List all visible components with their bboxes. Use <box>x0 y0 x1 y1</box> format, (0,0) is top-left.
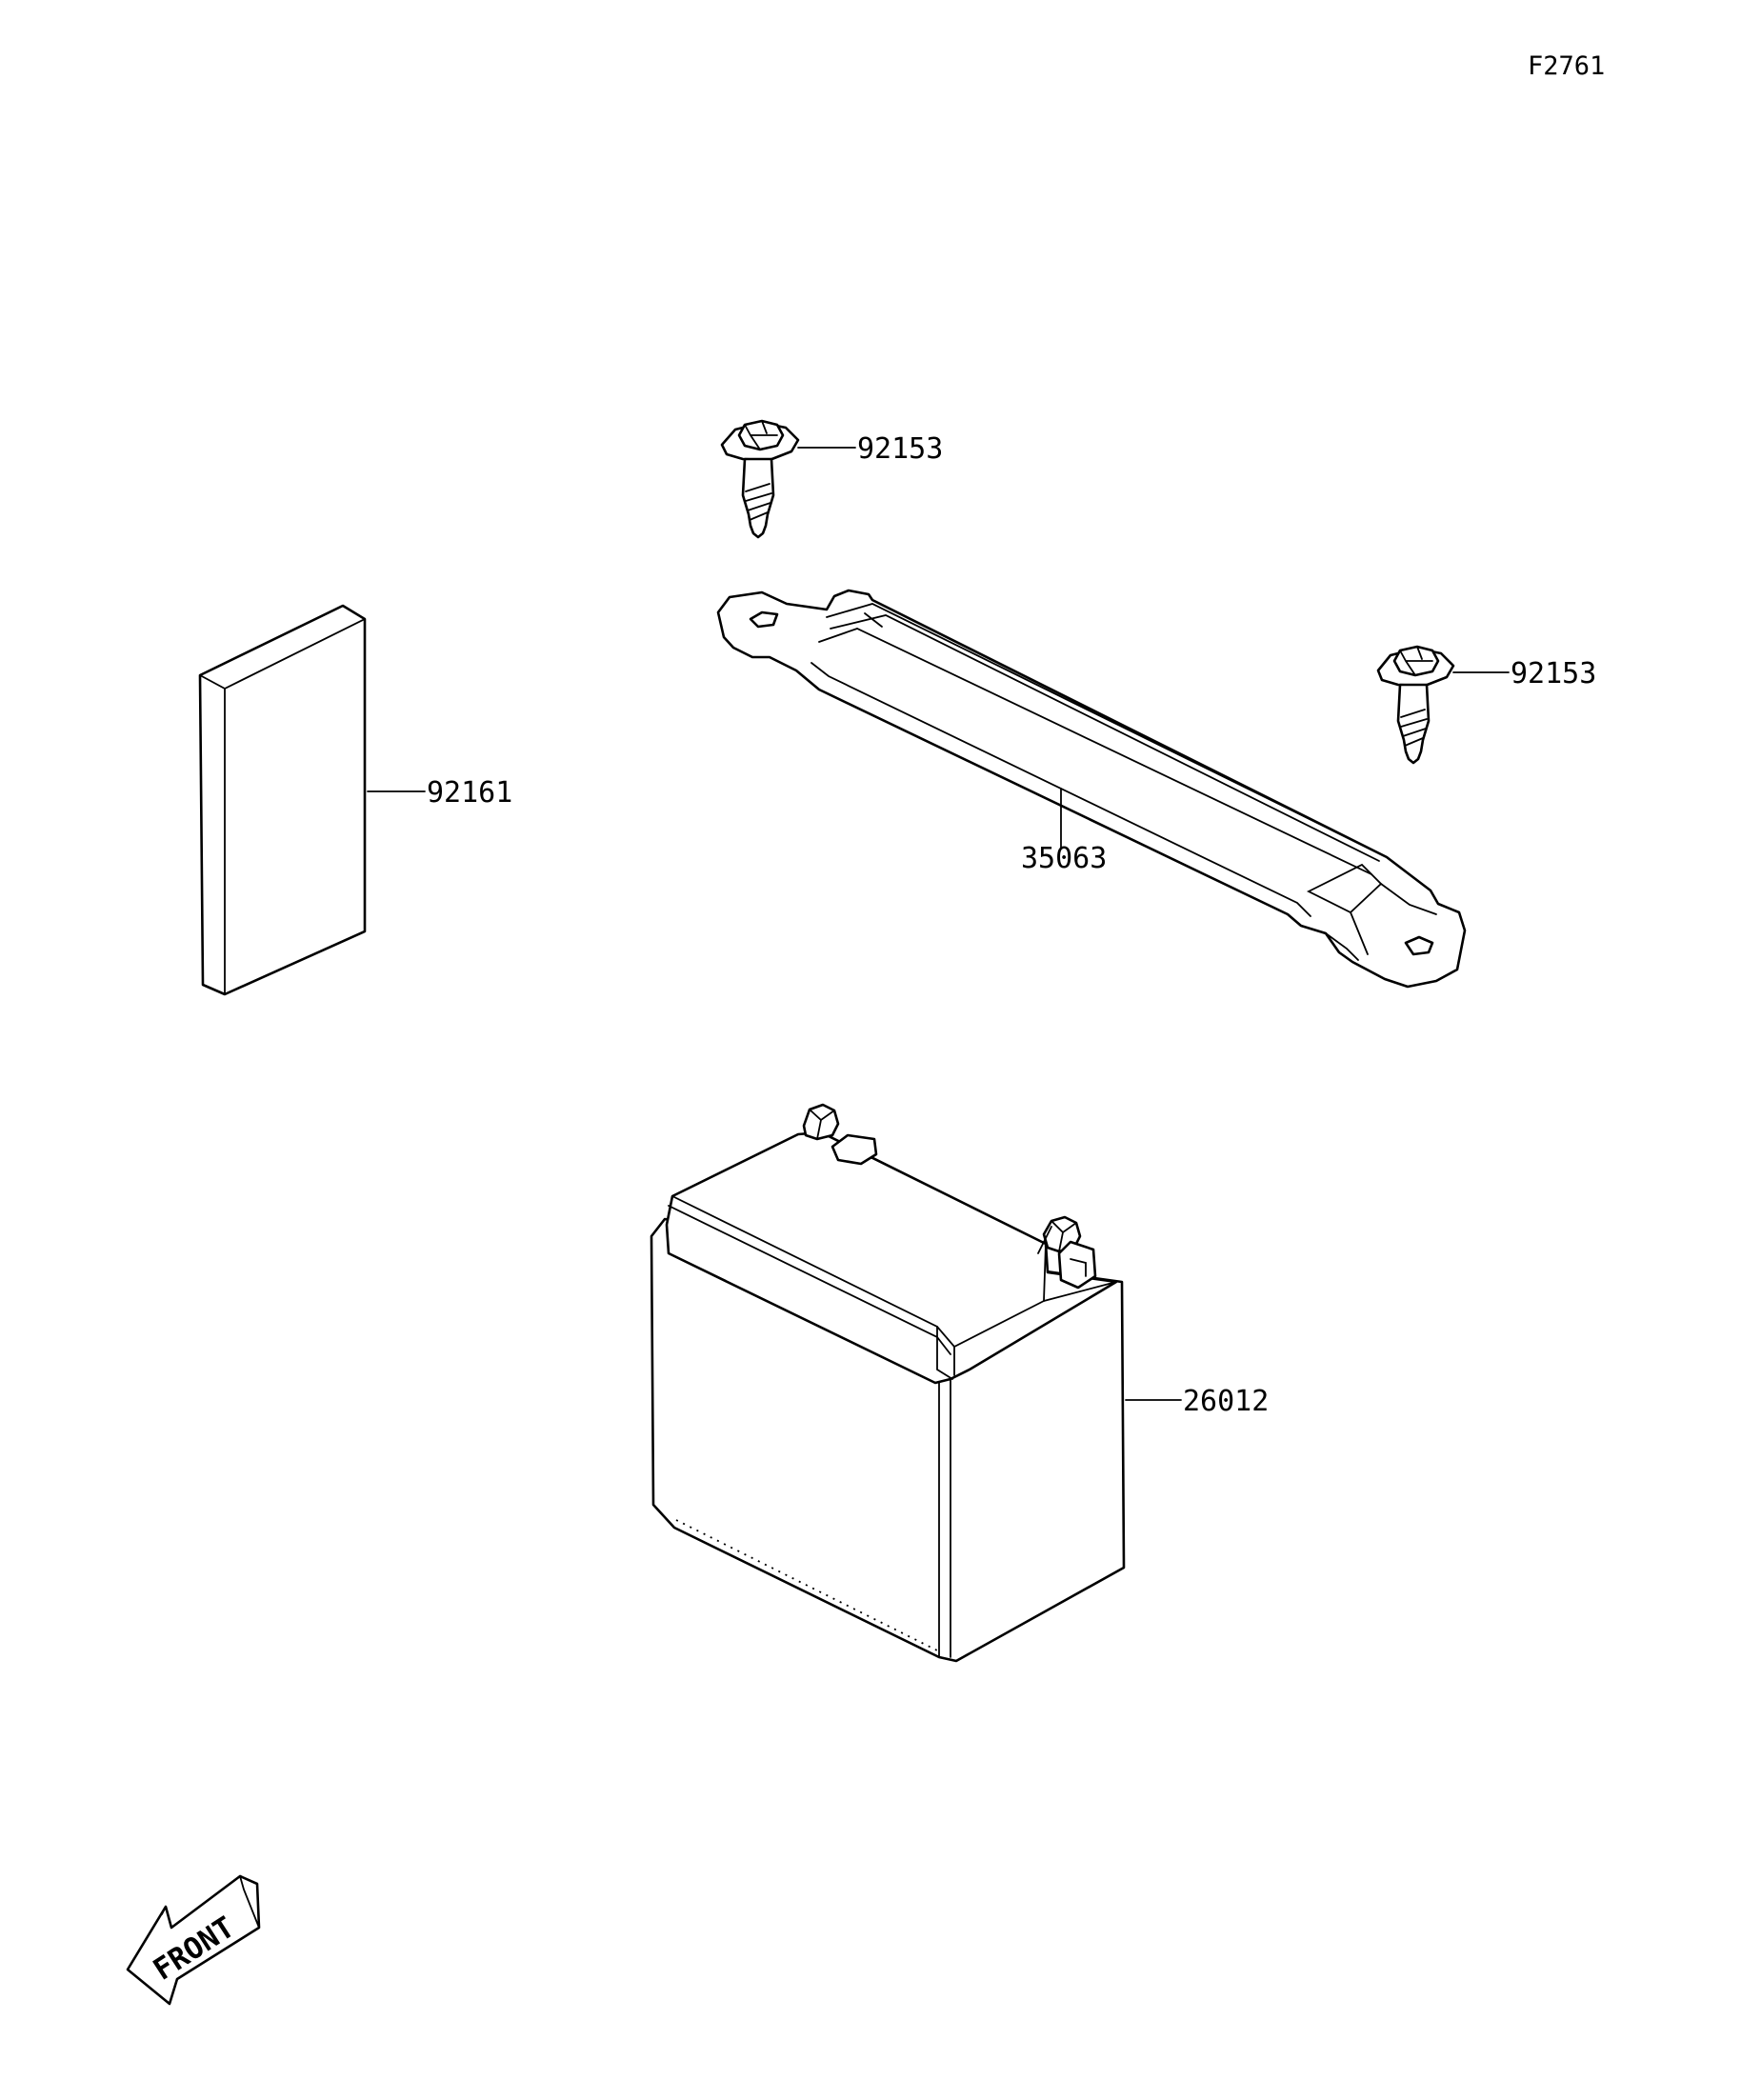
front-arrow-icon: FRONT <box>126 1874 261 2006</box>
bolt-right[interactable] <box>1376 645 1455 765</box>
battery-strap[interactable] <box>716 589 1467 989</box>
figure-code: F2761 <box>1528 51 1605 81</box>
part-label-strap[interactable]: 35063 <box>1021 842 1107 875</box>
part-label-bolt-upper[interactable]: 92153 <box>857 432 943 466</box>
part-label-battery[interactable]: 26012 <box>1183 1385 1269 1418</box>
bolt-upper[interactable] <box>720 419 800 539</box>
pad[interactable] <box>198 604 367 996</box>
battery[interactable] <box>650 1103 1126 1663</box>
part-label-bolt-right[interactable]: 92153 <box>1511 657 1596 690</box>
part-label-pad[interactable]: 92161 <box>427 776 512 810</box>
